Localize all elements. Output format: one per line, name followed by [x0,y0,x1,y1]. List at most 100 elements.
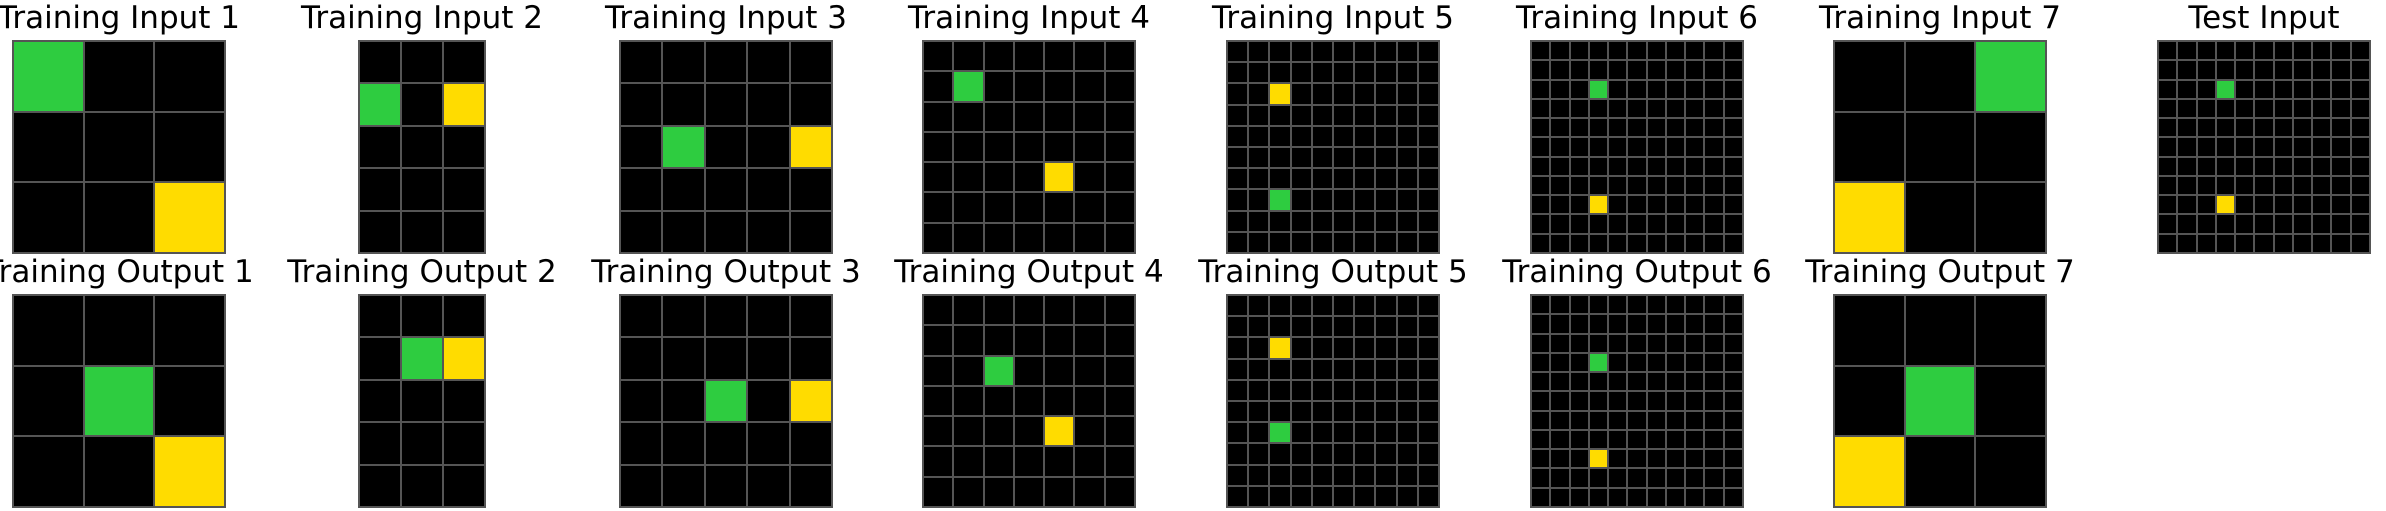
black-cell [1227,316,1249,338]
black-cell [1013,416,1045,447]
black-cell [1685,352,1705,373]
black-cell [1333,379,1355,401]
black-cell [2235,214,2255,234]
black-cell [704,464,748,507]
black-cell [662,422,705,465]
black-cell [1550,60,1570,80]
black-cell [2273,79,2293,99]
black-cell [1333,210,1355,232]
black-cell [1311,316,1333,338]
black-cell [2177,214,2197,234]
black-cell [1396,401,1418,423]
black-cell [2292,137,2313,157]
black-cell [358,337,401,380]
black-cell [983,325,1014,356]
black-cell [1227,401,1249,423]
black-cell [1723,79,1743,99]
black-cell [1531,333,1551,353]
black-cell [1375,401,1397,423]
black-cell [2196,41,2216,61]
black-cell [1269,104,1291,126]
black-cell [154,295,225,366]
black-cell [1588,118,1609,138]
black-cell [2312,41,2332,61]
black-cell [2158,233,2178,253]
black-cell [1013,446,1045,477]
black-cell [1044,41,1075,72]
black-cell [1417,443,1439,465]
black-cell [1290,464,1312,486]
yellow-cell [1588,449,1609,469]
black-cell [1569,156,1589,176]
black-cell [2350,214,2370,234]
black-cell [2158,214,2178,234]
black-cell [1550,391,1570,411]
black-cell [1665,372,1686,392]
black-cell [1227,41,1249,63]
training-output-3-title: Training Output 3 [591,254,861,290]
training-input-7-grid [1833,40,2047,254]
black-cell [1569,352,1589,373]
black-cell [2158,41,2178,61]
black-cell [1375,485,1397,507]
black-cell [983,41,1014,72]
black-cell [2158,195,2178,215]
black-cell [1044,131,1075,163]
black-cell [1569,98,1589,119]
black-cell [2292,195,2313,215]
black-cell [1333,104,1355,126]
black-cell [1375,358,1397,380]
black-cell [1227,210,1249,232]
black-cell [1904,111,1976,183]
black-cell [1333,168,1355,190]
black-cell [1290,422,1312,444]
black-cell [1227,422,1249,444]
training-input-6-grid [1530,40,1744,254]
black-cell [1904,436,1976,507]
black-cell [2235,137,2255,157]
black-cell [1311,295,1333,317]
black-cell [1354,168,1376,190]
black-cell [2331,233,2351,253]
black-cell [1227,337,1249,359]
black-cell [1074,71,1105,102]
black-cell [1354,104,1376,126]
yellow-cell [789,379,832,423]
black-cell [2350,98,2370,119]
black-cell [1704,98,1724,119]
black-cell [953,41,984,72]
black-cell [1834,295,1905,366]
black-cell [1569,295,1589,315]
black-cell [2177,137,2197,157]
black-cell [2273,233,2293,253]
black-cell [1723,118,1743,138]
black-cell [1608,410,1628,430]
black-cell [1904,41,1976,112]
black-cell [1290,358,1312,380]
training-output-4-grid [922,294,1136,508]
black-cell [1269,316,1291,338]
black-cell [1627,391,1647,411]
green-cell [1269,422,1291,444]
black-cell [1588,233,1609,253]
black-cell [1588,487,1609,507]
black-cell [1269,485,1291,507]
black-cell [1627,195,1647,215]
black-cell [983,446,1014,477]
black-cell [1704,391,1724,411]
black-cell [2254,60,2274,80]
black-cell [1417,104,1439,126]
black-cell [1417,231,1439,253]
black-cell [1723,137,1743,157]
black-cell [1704,333,1724,353]
black-cell [1375,147,1397,169]
yellow-cell [154,436,225,507]
training-input-3-title: Training Input 3 [604,0,848,36]
black-cell [2292,79,2313,99]
black-cell [1608,60,1628,80]
black-cell [400,125,444,169]
black-cell [1269,210,1291,232]
black-cell [1248,443,1270,465]
black-cell [443,41,486,84]
black-cell [358,464,401,507]
